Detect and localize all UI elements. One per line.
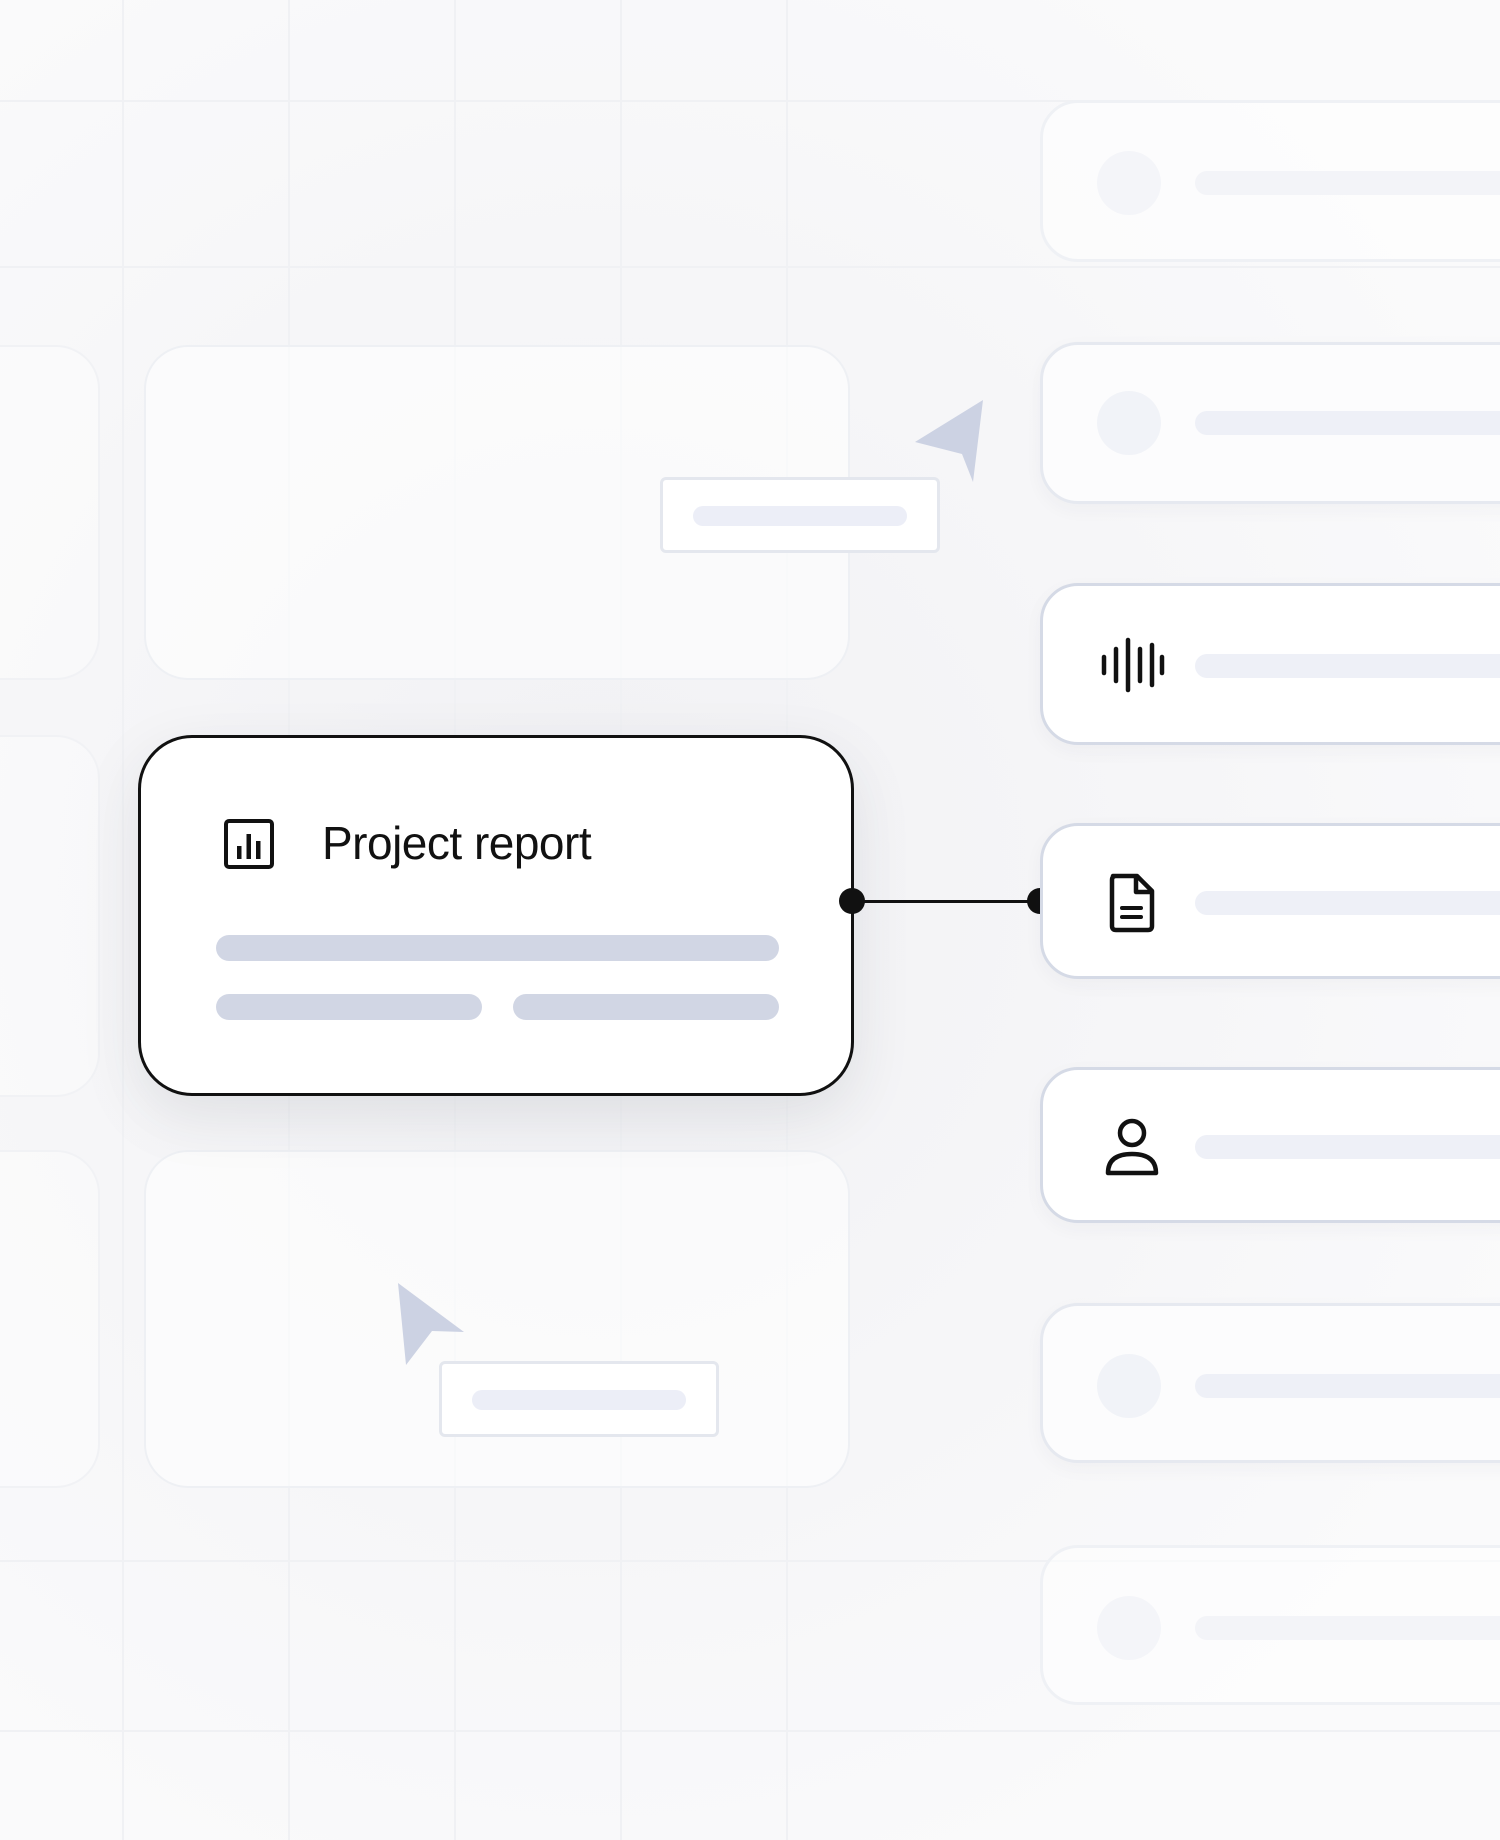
side-card[interactable] — [1040, 1545, 1500, 1705]
placeholder-dot — [1097, 391, 1161, 455]
placeholder-bar — [1195, 654, 1500, 678]
placeholder-bar — [1195, 171, 1500, 195]
grid-line — [0, 100, 1500, 102]
grid-line — [0, 1730, 1500, 1732]
side-card-user[interactable] — [1040, 1067, 1500, 1223]
placeholder-bar — [693, 506, 907, 526]
grid-line — [0, 266, 1500, 268]
ghost-card — [144, 1150, 850, 1488]
side-card[interactable] — [1040, 342, 1500, 504]
placeholder-bar — [1195, 411, 1500, 435]
grid-line — [0, 1560, 1500, 1562]
ghost-card — [0, 1150, 100, 1488]
card-title: Project report — [322, 817, 592, 869]
cursor-arrow-icon — [398, 1283, 464, 1365]
skeleton-line — [513, 994, 779, 1020]
grid-line — [122, 0, 124, 1840]
skeleton-line — [216, 935, 779, 961]
placeholder-bar — [1195, 1616, 1500, 1640]
connector-line — [852, 900, 1040, 903]
cursor-arrow-icon — [915, 400, 983, 482]
side-card[interactable] — [1040, 100, 1500, 262]
placeholder-bar — [1195, 1374, 1500, 1398]
placeholder-bar — [1195, 891, 1500, 915]
ghost-card — [0, 345, 100, 680]
user-icon — [1097, 1112, 1167, 1182]
side-card[interactable] — [1040, 1303, 1500, 1463]
ghost-card — [0, 735, 100, 1097]
label-chip[interactable] — [660, 477, 940, 553]
placeholder-dot — [1097, 1354, 1161, 1418]
placeholder-bar — [1195, 1135, 1500, 1159]
side-card-audio[interactable] — [1040, 583, 1500, 745]
placeholder-dot — [1097, 1596, 1161, 1660]
audio-waveform-icon — [1097, 630, 1167, 700]
placeholder-dot — [1097, 151, 1161, 215]
document-icon — [1097, 868, 1167, 938]
connector-handle-start[interactable] — [839, 888, 865, 914]
side-card-document[interactable] — [1040, 823, 1500, 979]
skeleton-line — [216, 994, 482, 1020]
label-chip[interactable] — [439, 1361, 719, 1437]
project-report-card[interactable]: Project report — [138, 735, 854, 1096]
placeholder-bar — [472, 1390, 686, 1410]
bar-chart-icon — [224, 819, 274, 869]
